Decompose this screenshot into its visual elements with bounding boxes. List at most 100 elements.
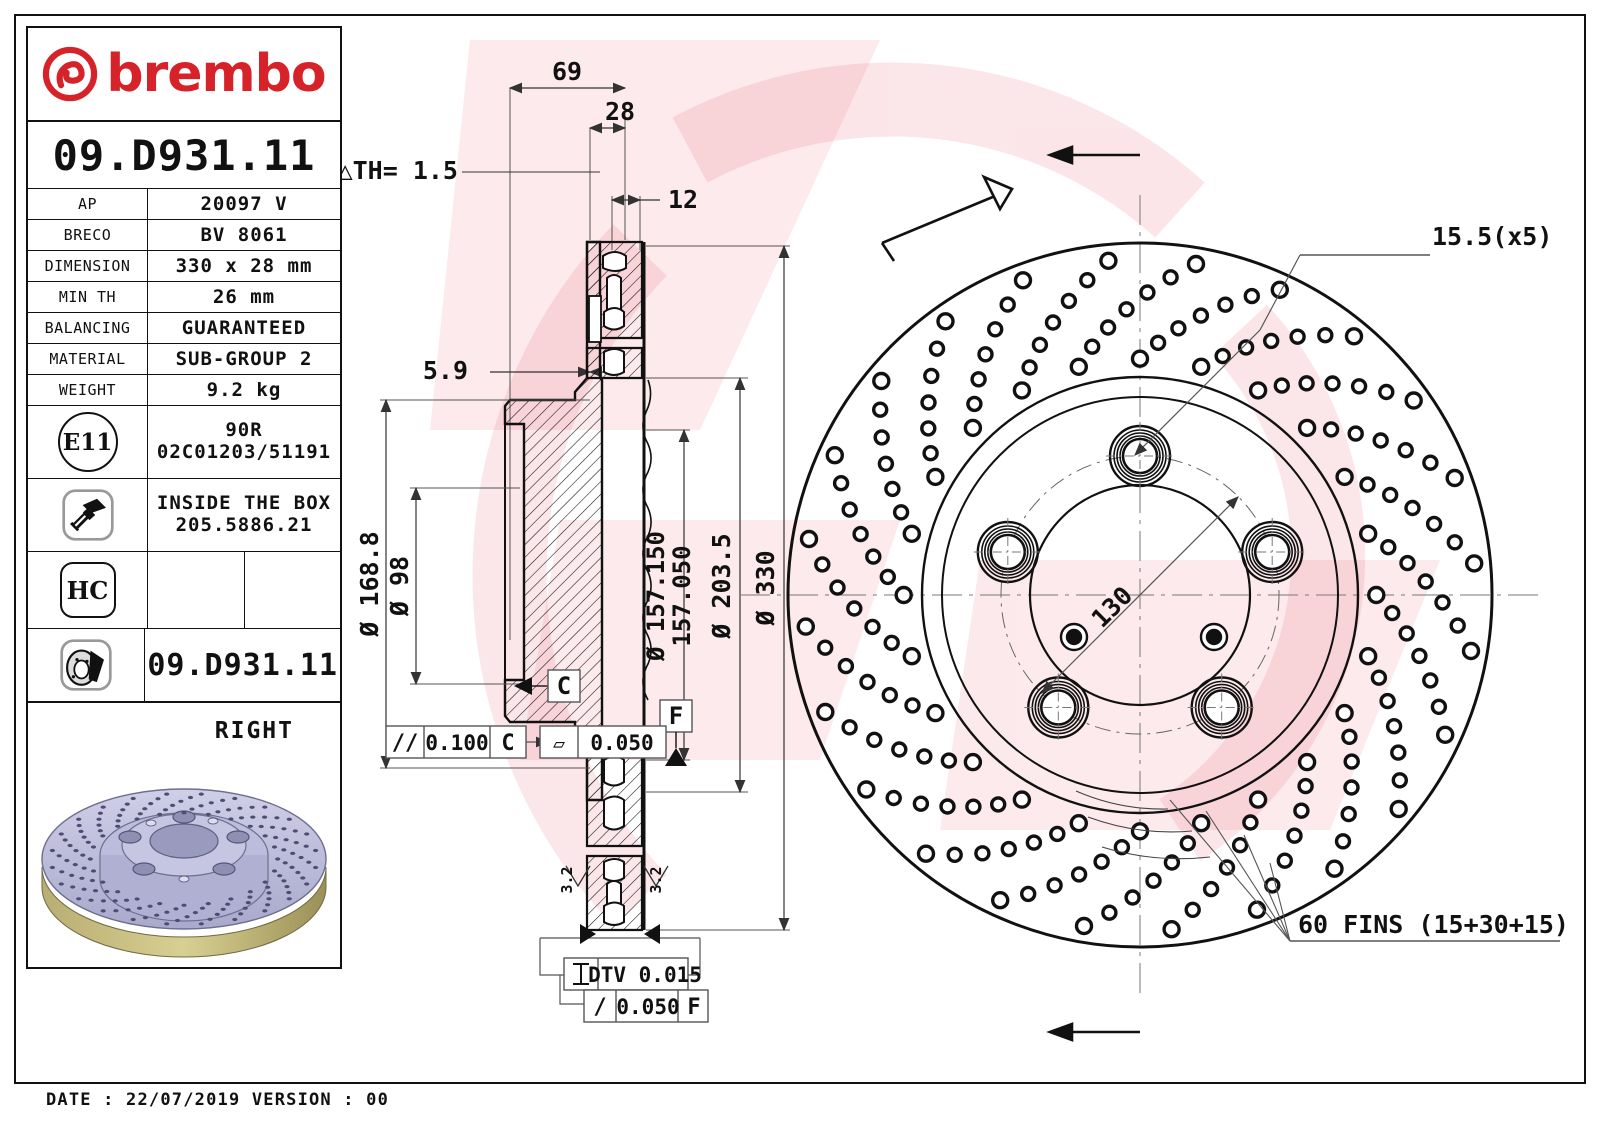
- row-label-weight: WEIGHT: [28, 375, 148, 405]
- bolt-hole-dia-label: 15.5(x5): [1432, 222, 1552, 251]
- dtv-value: DTV 0.015: [588, 963, 702, 987]
- drilled-hole: [1445, 468, 1464, 488]
- drilled-hole: [817, 639, 834, 656]
- photo-drilled-hole: [215, 810, 221, 814]
- photo-drilled-hole: [72, 863, 78, 867]
- drilled-hole: [926, 703, 945, 723]
- part-number: 09.D931.11: [52, 130, 316, 180]
- photo-drilled-hole: [249, 805, 255, 809]
- photo-drilled-hole: [154, 913, 160, 917]
- photo-drilled-hole: [262, 834, 268, 838]
- photo-drilled-hole: [192, 911, 198, 915]
- photo-drilled-hole: [174, 918, 181, 923]
- photo-drilled-hole: [162, 808, 169, 812]
- drilled-hole: [1449, 617, 1466, 634]
- drilled-hole: [1325, 859, 1344, 878]
- photo-drilled-hole: [115, 819, 121, 823]
- axis-arrow-bottom: [1046, 1022, 1140, 1042]
- photo-drilled-hole: [170, 803, 176, 807]
- drilled-hole: [970, 371, 987, 388]
- photo-drilled-hole: [90, 845, 97, 849]
- photo-drilled-hole: [298, 855, 304, 860]
- photo-drilled-hole: [157, 902, 163, 906]
- drilled-hole: [1389, 799, 1408, 819]
- drilled-hole: [999, 296, 1016, 313]
- drilled-hole: [1411, 647, 1428, 665]
- drilled-hole: [902, 524, 922, 544]
- dim-th-label: △TH= 1.5: [338, 156, 458, 185]
- photo-drilled-hole: [292, 829, 298, 833]
- drilled-hole: [1179, 835, 1196, 852]
- photo-drilled-hole: [198, 792, 204, 796]
- table-row-min-th: MIN TH 26 mm: [28, 281, 340, 312]
- drilled-hole: [852, 525, 869, 543]
- dim-5-9-label: 5.9: [423, 356, 468, 385]
- row-value-weight: 9.2 kg: [206, 379, 282, 401]
- drilled-hole: [1372, 432, 1389, 449]
- drilled-hole: [1436, 725, 1455, 745]
- dim-69: 69: [508, 57, 627, 94]
- drilled-hole: [1335, 703, 1354, 723]
- drilled-hole: [1163, 854, 1181, 871]
- drilled-hole: [1248, 381, 1268, 400]
- drilled-hole: [1343, 779, 1360, 796]
- drilled-hole: [1359, 476, 1376, 493]
- photo-drilled-hole: [247, 824, 253, 828]
- dim-28-label: 28: [605, 97, 635, 126]
- axis-arrow-top: [1046, 145, 1140, 165]
- photo-drilled-hole: [120, 808, 126, 812]
- photo-drilled-hole: [303, 844, 309, 848]
- photo-drilled-hole: [87, 857, 93, 861]
- photo-drilled-hole: [104, 889, 110, 894]
- photo-drilled-hole: [178, 799, 184, 803]
- roughness-marks: 3.2 3.2: [558, 865, 669, 894]
- drilled-hole: [1370, 669, 1388, 686]
- dim-28: 28: [588, 97, 635, 134]
- drilled-hole: [872, 401, 889, 418]
- dim-330-section: Ø 330: [751, 244, 790, 932]
- drilled-hole: [1013, 271, 1033, 290]
- drilled-hole: [902, 647, 922, 666]
- photo-drilled-hole: [295, 870, 301, 875]
- row-label-min-th: MIN TH: [28, 282, 148, 312]
- brembo-wordmark: brembo: [106, 44, 326, 104]
- photo-drilled-hole: [304, 832, 310, 836]
- photo-drilled-hole: [58, 832, 64, 836]
- drilled-hole: [1367, 585, 1386, 605]
- flatness-symbol: ▱: [553, 731, 565, 755]
- photo-drilled-hole: [49, 848, 55, 853]
- drilled-hole: [796, 617, 815, 636]
- rotation-direction-arrow: [880, 174, 1014, 262]
- datum-f-label: F: [669, 702, 683, 730]
- dim-th-variation: △TH= 1.5: [338, 156, 600, 185]
- drilled-hole: [891, 741, 908, 758]
- photo-drilled-hole: [164, 922, 170, 926]
- fcf-flatness: ▱ 0.050: [539, 725, 667, 759]
- photo-drilled-hole: [78, 829, 84, 833]
- photo-drilled-hole: [313, 848, 319, 853]
- table-row-balancing: BALANCING GUARANTEED: [28, 312, 340, 343]
- drilled-hole: [1069, 357, 1089, 377]
- parallelism-datum: C: [501, 731, 514, 756]
- disc-ref-value: 09.D931.11: [147, 647, 338, 683]
- photo-drilled-hole: [238, 912, 244, 916]
- photo-drilled-hole: [184, 915, 190, 919]
- drilled-hole: [1434, 594, 1451, 611]
- drilled-hole: [1217, 296, 1234, 313]
- drilled-hole: [1341, 728, 1358, 746]
- drilled-hole: [1237, 339, 1255, 356]
- drilled-hole: [857, 780, 876, 799]
- hc-empty-cell-1: [148, 552, 245, 628]
- drilled-hole: [1118, 301, 1135, 318]
- photo-drilled-hole: [208, 801, 214, 805]
- table-row-dimension: DIMENSION 330 x 28 mm: [28, 250, 340, 281]
- photo-drilled-hole: [89, 878, 95, 883]
- photo-drilled-hole: [269, 825, 276, 829]
- photo-drilled-hole: [59, 870, 65, 874]
- dim-98: Ø 98: [385, 486, 422, 686]
- photo-drilled-hole: [228, 817, 234, 821]
- product-photo-block: RIGHT: [28, 701, 340, 967]
- fcf-parallelism: // 0.100 C: [385, 725, 550, 759]
- photo-drilled-hole: [286, 890, 292, 895]
- drilled-hole: [1070, 866, 1088, 883]
